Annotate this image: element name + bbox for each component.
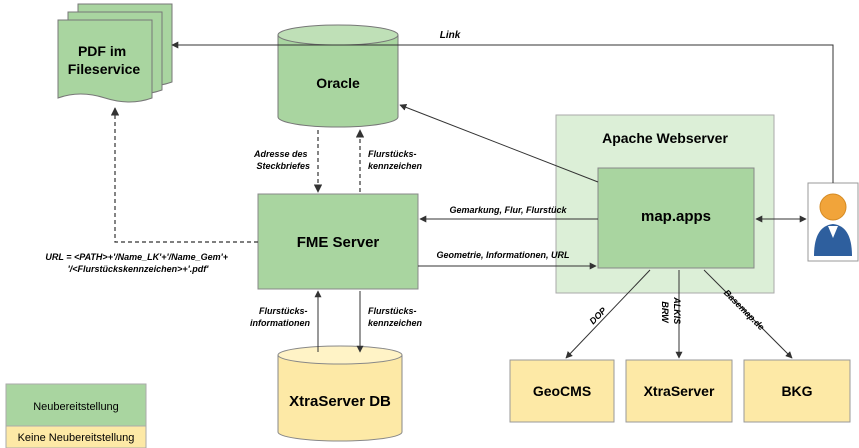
xtraserver-db-node: XtraServer DB (277, 345, 403, 442)
edge-finfo-l2: informationen (250, 318, 311, 328)
edge-dop-label: DOP (587, 305, 609, 327)
mapapps-label: map.apps (641, 208, 711, 225)
edge-mapapps-oracle (399, 104, 599, 183)
pdf-fileservice-node: PDF im Fileservice (57, 3, 173, 103)
fme-label: FME Server (297, 234, 380, 251)
bkg-node: BKG (743, 359, 851, 423)
edge-fkz-down-l1: Flurstücks- (368, 306, 417, 316)
xtraserver-label: XtraServer (644, 383, 715, 399)
pdf-label-line2: Fileservice (68, 61, 141, 77)
edge-basemap (703, 269, 793, 359)
edge-url-l2: '/<Flurstückskennzeichen>+'.pdf' (68, 264, 210, 274)
edge-fkz-up-l1: Flurstücks- (368, 149, 417, 159)
edge-alkis-l2: BRW (660, 301, 670, 324)
legend-keine-swatch (5, 425, 147, 448)
edge-flurstuecks-up-label: Flurstücks- kennzeichen (368, 149, 423, 171)
fme-server-node: FME Server (257, 193, 419, 290)
edge-geometrie-label: Geometrie, Informationen, URL (436, 250, 569, 260)
edge-gemarkung-label: Gemarkung, Flur, Flurstück (449, 205, 567, 215)
user-node (807, 182, 859, 262)
edge-adresse-label: Adresse des Steckbriefes (253, 149, 310, 171)
edge-fkz-down-l2: kennzeichen (368, 318, 423, 328)
edge-alkis-l1: ALKIS (672, 296, 682, 324)
edge-adresse-l1: Adresse des (253, 149, 308, 159)
xtraserver-node: XtraServer (625, 359, 733, 423)
edge-basemap-label: Basemap.de (722, 288, 767, 333)
edge-url-label: URL = <PATH>+'/Name_LK'+'/Name_Gem'+ '/<… (45, 252, 230, 274)
edge-adresse-l2: Steckbriefes (256, 161, 310, 171)
legend-keine-label: Keine Neubereitstellung (18, 432, 135, 444)
pdf-label: PDF im Fileservice (68, 43, 141, 77)
apache-label: Apache Webserver (602, 130, 728, 146)
person-icon (814, 193, 852, 256)
edge-flurstuecks-down-label: Flurstücks- kennzeichen (368, 306, 423, 328)
edge-alkis-label: ALKIS BRW (660, 296, 682, 327)
edge-flurstuecks-info-label: Flurstücks- informationen (250, 306, 311, 328)
geocms-label: GeoCMS (533, 383, 591, 399)
edge-link (171, 41, 834, 183)
bkg-label: BKG (781, 383, 812, 399)
oracle-label: Oracle (316, 75, 360, 91)
pdf-label-line1: PDF im (78, 43, 126, 59)
edge-dop (565, 269, 651, 359)
edge-url-l1: URL = <PATH>+'/Name_LK'+'/Name_Gem'+ (45, 252, 228, 262)
edge-fkz-up-l2: kennzeichen (368, 161, 423, 171)
edge-url (110, 107, 258, 243)
legend-neu-swatch (5, 383, 147, 427)
edge-finfo-l1: Flurstücks- (259, 306, 308, 316)
xtradb-label: XtraServer DB (289, 393, 391, 410)
geocms-node: GeoCMS (509, 359, 615, 423)
edge-link-label: Link (440, 30, 461, 41)
oracle-db-node: Oracle (277, 24, 399, 128)
mapapps-node: map.apps (597, 167, 755, 269)
legend: Neubereitstellung Keine Neubereitstellun… (5, 383, 147, 448)
legend-neu-label: Neubereitstellung (33, 401, 119, 413)
